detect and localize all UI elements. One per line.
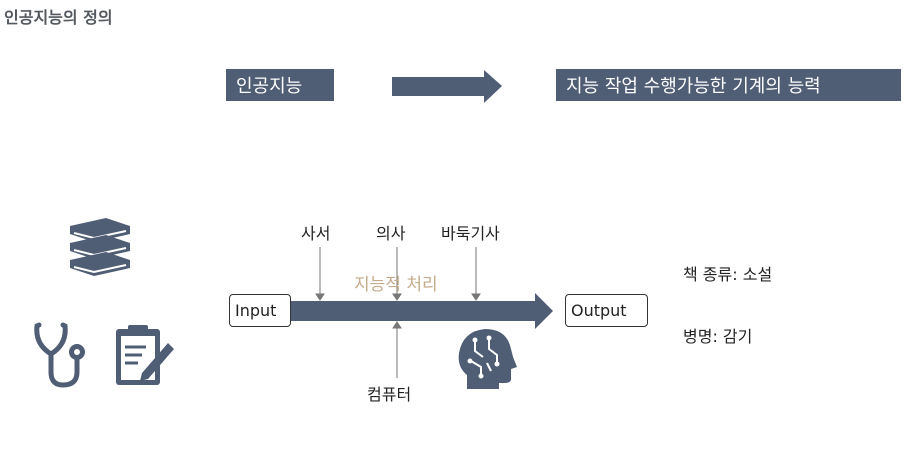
book-genre-example: 책 종류: 소설	[683, 265, 773, 284]
term-label: 인공지능	[236, 76, 303, 97]
definition-arrow	[392, 70, 502, 103]
ai-head-icon	[458, 329, 517, 389]
meaning-label: 지능 작업 수행가능한 기계의 능력	[566, 76, 821, 97]
process-arrow	[290, 293, 553, 329]
input-label: Input	[235, 301, 277, 320]
output-box: Output	[565, 294, 648, 327]
meaning-box: 지능 작업 수행가능한 기계의 능력	[556, 69, 901, 101]
page-title: 인공지능의 정의	[4, 8, 113, 27]
stethoscope-icon	[34, 322, 85, 388]
input-computer: 컴퓨터	[367, 385, 412, 404]
output-label: Output	[571, 301, 627, 320]
clipboard-edit-icon	[116, 325, 174, 385]
term-box: 인공지능	[226, 69, 334, 101]
process-label: 지능적 처리	[354, 275, 438, 295]
input-doctor: 의사	[376, 224, 406, 243]
books-icon	[70, 218, 130, 276]
input-librarian: 사서	[301, 224, 331, 243]
illness-example: 병명: 감기	[683, 327, 753, 346]
input-baduk-player: 바둑기사	[441, 224, 500, 243]
input-box: Input	[229, 294, 291, 327]
